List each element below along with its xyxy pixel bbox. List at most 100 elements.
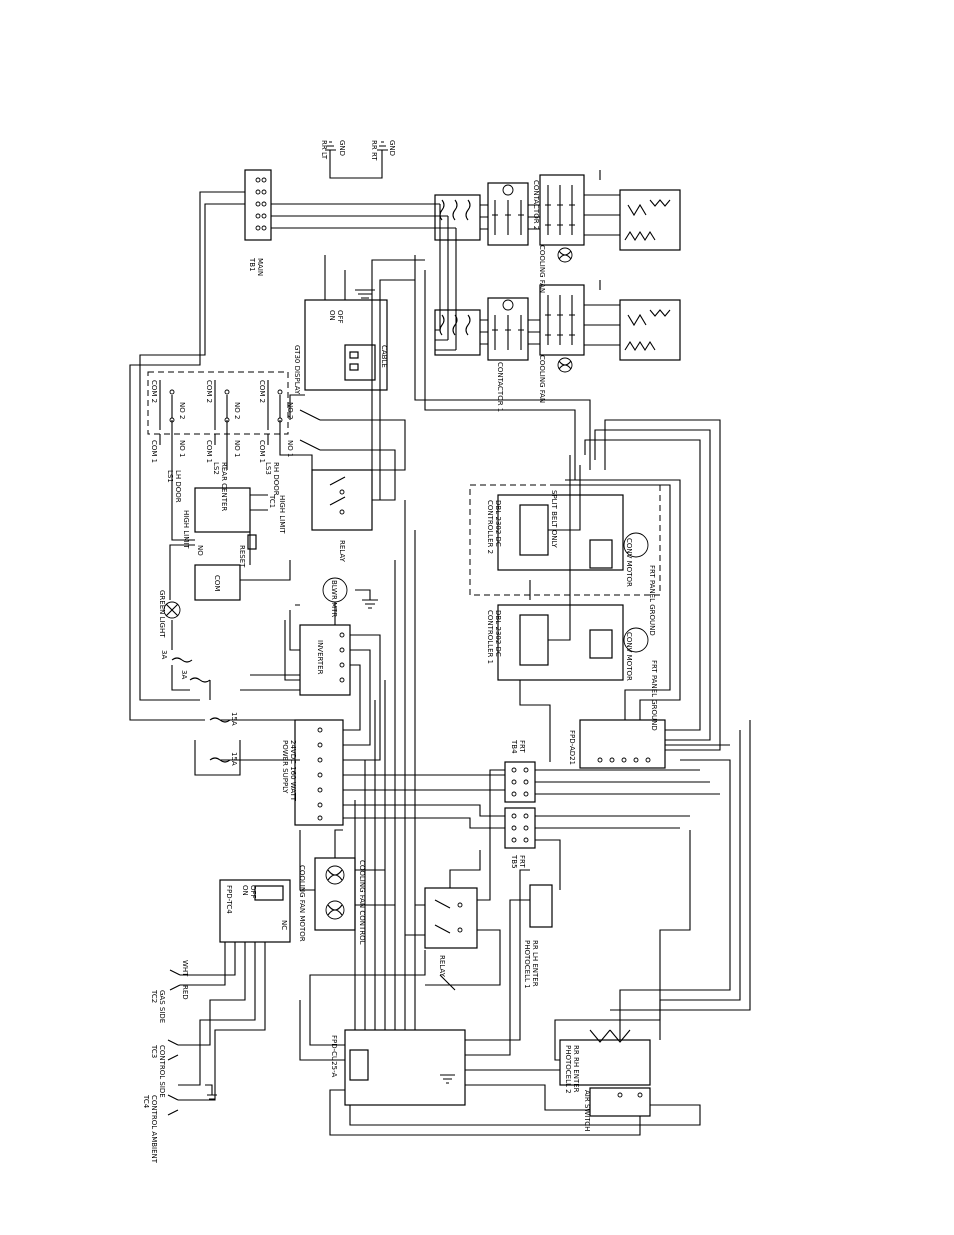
fuse-3a-label: 3A [160, 650, 168, 659]
tc4-label: TC4 [142, 1094, 150, 1109]
tb4-frt-label: FRT [518, 740, 526, 753]
blower-motor: BLWR MTR [322, 577, 378, 617]
tc2-sublabel: GAS SIDE [158, 990, 166, 1023]
power-supply: POWER SUPPLY 24VDC 160 WATT [281, 719, 344, 826]
controller-2-conv-motor-label: CONV MOTOR [625, 538, 633, 587]
controller-1-conv-motor-label: CONV MOTOR [625, 632, 633, 681]
gt30-label: GT30 DISPLAY [293, 345, 301, 395]
ls1-label: LS1 [166, 470, 174, 483]
split-belt-label: SPLIT BELT ONLY [550, 490, 558, 549]
tc-wht-label: WHT [181, 960, 189, 977]
fpd-tc4-off-label: OFF [249, 885, 257, 899]
controller-2-frt-panel-ground: FRT PANEL GROUND [648, 565, 656, 636]
tb1-sublabel: MAIN [256, 258, 264, 276]
fpd-cu25-label: FPD-CU25-A [330, 1035, 338, 1077]
contactor-2-fuse-block [434, 194, 481, 241]
fpd-tc4-nc-label: NC [280, 920, 288, 930]
power-supply-sublabel: 24VDC 160 WATT [289, 740, 297, 802]
cooling-fan-1: COOLING FAN [538, 355, 573, 403]
door-switch-bank: COM 2 COM 2 COM 2 NO 2 NO 2 NO 2 [147, 371, 294, 435]
cooling-fan-2-label: COOLING FAN [538, 245, 546, 293]
ls-com1-2: COM 1 [205, 440, 213, 463]
controller-1-sublabel: DBL-2302 DC [494, 610, 502, 657]
ls2-label: LS2 [212, 462, 220, 475]
fpd-ad21: FPD-AD21 [568, 719, 666, 769]
cooling-fan-motor-control: COOLING FAN MOTOR COOLING FAN CONTROL [298, 857, 366, 945]
ls-no1-2: NO 1 [233, 440, 241, 457]
gt30-on-label: ON [328, 310, 336, 321]
ls-no2-1: NO 2 [178, 402, 186, 419]
thermocouple-leads: TC2 GAS SIDE TC3 CONTROL SIDE TC4 CONTRO… [142, 942, 266, 1164]
door-switch-labels: COM 1 COM 1 COM 1 NO 1 NO 1 NO 1 LS1 LH … [150, 434, 294, 511]
rr-rt-label: RR RT [370, 140, 378, 161]
relay-lower-label: RELAY [438, 955, 446, 978]
ls2-sublabel: REAR CENTER [220, 462, 228, 511]
tc1-high-limit-label: HIGH LIMIT [278, 495, 286, 534]
tb4: TB4 FRT [504, 739, 536, 803]
ls3-sublabel: RH DOOR [272, 462, 280, 496]
gt30-display: GT30 DISPLAY CABLE ON OFF [293, 255, 388, 395]
green-light-circuit: GREEN LIGHT COM NO [158, 545, 241, 638]
fuse-15a-2-label: 15A [230, 752, 238, 766]
fuse-15a-label: 15A [230, 712, 238, 726]
ls-com2-2: COM 2 [205, 380, 213, 403]
tc1-label: TC1 [268, 494, 276, 508]
ls-no1-1: NO 1 [178, 440, 186, 457]
tb1-label: TB1 [248, 257, 256, 272]
relay-upper: RELAY [311, 469, 373, 563]
photocell-1: PHOTOCELL 1 RR LH ENTER [523, 884, 553, 989]
tb5-label: TB5 [510, 854, 518, 869]
ssr-1 [539, 284, 585, 356]
ls3-label: LS3 [264, 462, 272, 475]
relay-lower: RELAY [424, 887, 478, 978]
tc2-label: TC2 [150, 989, 158, 1003]
rr-lt-gnd-label: GND [338, 140, 346, 156]
rr-rt-gnd-label: GND [388, 140, 396, 156]
rr-lt-label: RR LT [320, 140, 328, 160]
photocell-2: PHOTOCELL 2 RR RH ENTER [559, 1029, 651, 1094]
photocell-1-sublabel: RR LH ENTER [531, 940, 539, 987]
ls-com1-1: COM 1 [150, 440, 158, 463]
tb4-label: TB4 [510, 739, 518, 754]
gt30-cable-label: CABLE [380, 345, 388, 368]
tb5: TB5 FRT [504, 807, 536, 869]
cooling-fan-2: COOLING FAN [538, 245, 573, 293]
tc1-reset-label: RESET [238, 545, 246, 568]
ls-com2-3: COM 2 [258, 380, 266, 403]
controller-2: CONTROLLER 2 DBL-2302 DC CONV MOTOR FRT … [486, 494, 656, 636]
photocell-2-label: PHOTOCELL 2 [564, 1045, 572, 1094]
heater-element-group-2 [619, 189, 681, 251]
main-supply-wires [271, 203, 457, 350]
contactor-1: CONTACTOR 1 [487, 297, 529, 412]
fpd-tc4-label: FPD-TC4 [225, 885, 233, 914]
cooling-fan-control-label: COOLING FAN CONTROL [358, 860, 366, 945]
ls-no2-2: NO 2 [233, 402, 241, 419]
controller-2-label: CONTROLLER 2 [486, 500, 494, 554]
fpd-tc4-on-label: ON [241, 885, 249, 896]
gt30-off-label: OFF [336, 310, 344, 324]
contactor-1-label: CONTACTOR 1 [496, 362, 504, 412]
green-light-label: GREEN LIGHT [158, 590, 166, 638]
ssr-2 [539, 174, 585, 246]
tc3-sublabel: CONTROL SIDE [158, 1045, 166, 1098]
air-switch-label: AIR SWITCH [583, 1090, 591, 1131]
tc3-label: TC3 [150, 1044, 158, 1058]
inverter-label: INVERTER [316, 640, 324, 675]
controller-2-sublabel: DBL-2302 DC [494, 500, 502, 547]
green-light-com-label: COM [213, 575, 221, 591]
fuse-3a-2-label: 3A [180, 670, 188, 679]
fpd-tc4: FPD-TC4 ON OFF NC [219, 879, 291, 943]
fpd-ad21-label: FPD-AD21 [568, 730, 576, 765]
high-limit-label: HIGH LIMIT [182, 510, 190, 549]
fpd-cu25-a: FPD-CU25-A [330, 1029, 466, 1106]
controller-1: CONTROLLER 1 DBL-2302 DC CONV MOTOR FRT … [486, 604, 658, 731]
rear-ground-symbols: RR LT GND RR RT GND [320, 140, 396, 179]
power-supply-label: POWER SUPPLY [281, 740, 289, 794]
tc-red-label: RED [181, 985, 189, 1000]
green-light-no-label: NO [196, 545, 204, 556]
relay-upper-label: RELAY [338, 540, 346, 563]
photocell-1-label: PHOTOCELL 1 [523, 940, 531, 989]
controller-1-label: CONTROLLER 1 [486, 610, 494, 664]
ls-com2-1: COM 2 [150, 380, 158, 403]
